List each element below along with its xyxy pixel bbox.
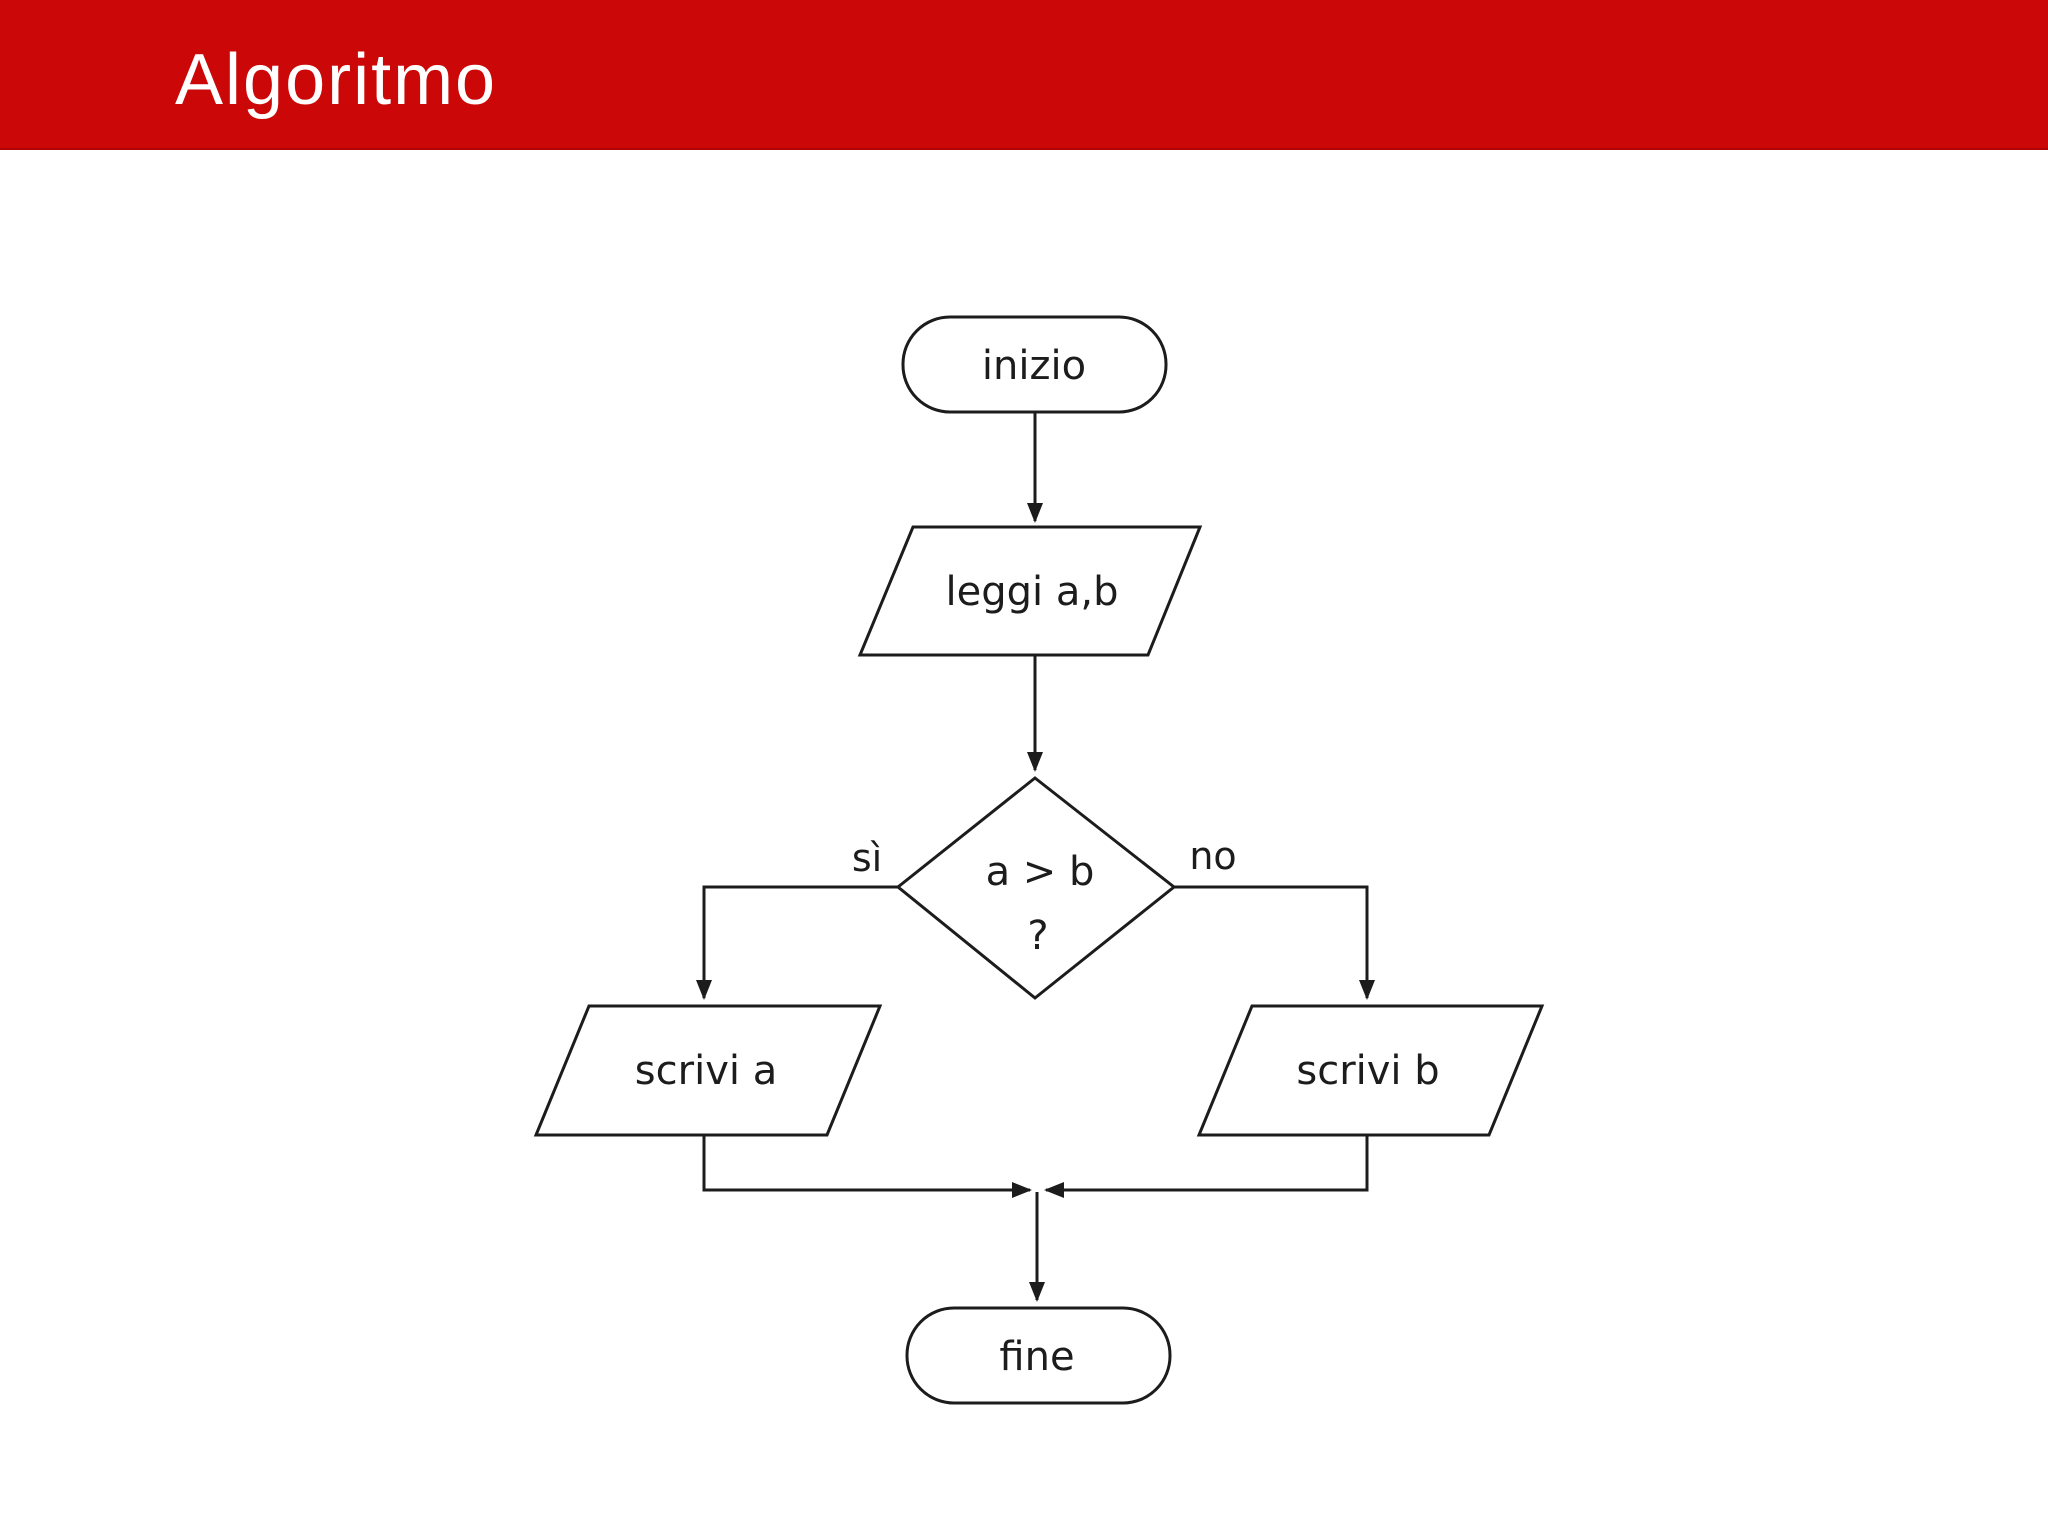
node-write-a-label: scrivi a [635, 1048, 777, 1094]
write-b-parallelogram-shape [1196, 1004, 1545, 1137]
node-write-b: scrivi b [1196, 1004, 1545, 1137]
node-start: inizio [901, 315, 1168, 414]
node-start-label: inizio [982, 343, 1086, 389]
branch-label-no: no [1189, 834, 1236, 878]
decision-diamond-shape [895, 776, 1177, 1000]
node-end: fine [905, 1306, 1172, 1405]
end-terminator-shape [905, 1306, 1172, 1405]
write-a-parallelogram-shape [533, 1004, 883, 1137]
decision-question-mark: ? [1027, 913, 1048, 959]
edge-decision-no-to-write-b [1174, 885, 1375, 1000]
node-read-input: leggi a,b [857, 525, 1203, 657]
node-write-a: scrivi a [533, 1004, 883, 1137]
node-read-label: leggi a,b [946, 569, 1119, 615]
branch-label-yes: sì [852, 836, 882, 880]
node-decision: a > b ? [895, 776, 1177, 1000]
slide-title: Algoritmo [175, 40, 498, 120]
edge-write-a-to-junction [702, 1135, 1032, 1198]
edge-write-b-to-junction [1044, 1135, 1369, 1198]
node-end-label: fine [999, 1334, 1074, 1380]
node-write-b-label: scrivi b [1296, 1048, 1439, 1094]
decision-condition-label: a > b [986, 849, 1095, 895]
flowchart-edges [696, 412, 1375, 1302]
slide-header: Algoritmo [0, 0, 2048, 150]
edge-decision-yes-to-write-a [696, 885, 898, 1000]
start-terminator-shape [901, 315, 1168, 414]
read-parallelogram-shape [857, 525, 1203, 657]
